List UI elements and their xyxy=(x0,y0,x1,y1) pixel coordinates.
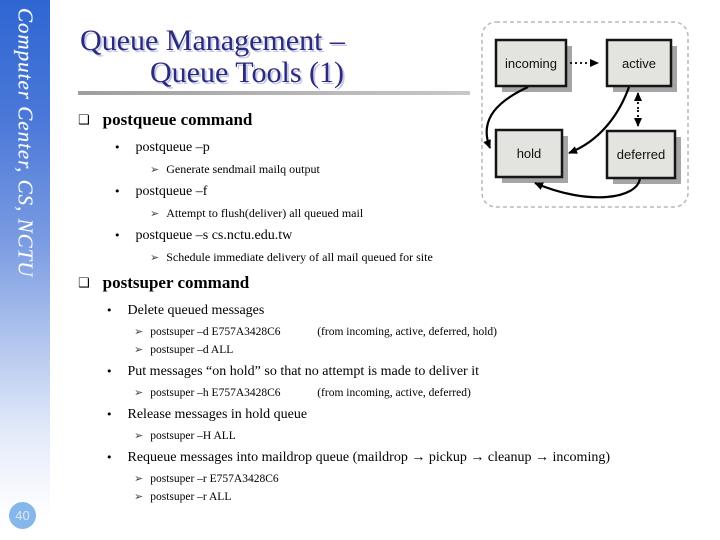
list-subitem-text: Generate sendmail mailq output xyxy=(166,162,320,176)
node-hold xyxy=(494,128,564,179)
section-heading: ❑ postsuper command xyxy=(78,272,718,295)
command-text: postsuper –H ALL xyxy=(150,430,236,442)
arrow-bullet-icon: ➢ xyxy=(150,251,160,264)
queue-state-diagram: incoming active hold deferred xyxy=(470,12,716,210)
section-heading-text: postqueue command xyxy=(102,110,253,129)
page-number: 40 xyxy=(15,508,30,523)
list-subitem: ➢ postsuper –r E757A3428C6 xyxy=(134,471,718,487)
arrow-bullet-icon: ➢ xyxy=(134,343,144,356)
dot-bullet-icon: • xyxy=(114,229,121,242)
node-deferred xyxy=(605,129,677,180)
arrow-bullet-icon: ➢ xyxy=(134,429,144,442)
list-item: • postqueue –p xyxy=(114,139,718,157)
dot-bullet-icon: • xyxy=(106,304,113,317)
arrow-bullet-icon: ➢ xyxy=(150,163,160,176)
arrow-bullet-icon: ➢ xyxy=(150,207,160,220)
title-line-2: Queue Tools (1) xyxy=(150,56,344,89)
command-note: (from incoming, active, deferred, hold) xyxy=(317,326,497,338)
list-item: • Release messages in hold queue xyxy=(106,406,718,424)
section-heading-text: postsuper command xyxy=(102,273,250,292)
dot-bullet-icon: • xyxy=(106,408,113,421)
node-label-deferred: deferred xyxy=(617,147,665,162)
section-postqueue: ❑ postqueue command • postqueue –p ➢ Gen… xyxy=(78,109,718,268)
arrow-bullet-icon: ➢ xyxy=(134,490,144,503)
list-item: • Put messages “on hold” so that no atte… xyxy=(106,363,718,381)
list-subitem: ➢ postsuper –r ALL xyxy=(134,489,718,505)
sidebar: Computer Center, CS, NCTU 40 xyxy=(0,0,50,540)
list-subitem-text: Schedule immediate delivery of all mail … xyxy=(166,250,433,264)
section-postsuper: ❑ postsuper command • Delete queued mess… xyxy=(78,272,718,507)
arrow-deferred-to-hold xyxy=(534,177,642,199)
list-item: • Delete queued messages xyxy=(106,302,718,320)
command-text: postsuper –r ALL xyxy=(150,491,232,503)
command-text: postsuper –r E757A3428C6 xyxy=(150,473,279,485)
dot-bullet-icon: • xyxy=(114,141,121,154)
arrow-bullet-icon: ➢ xyxy=(134,325,144,338)
dot-bullet-icon: • xyxy=(106,451,113,464)
command-note: (from incoming, active, deferred) xyxy=(317,387,471,399)
list-subitem: ➢ postsuper –h E757A3428C6 (from incomin… xyxy=(134,385,718,401)
page-number-badge: 40 xyxy=(9,502,36,529)
dot-bullet-icon: • xyxy=(106,365,113,378)
command-text: postsuper –d E757A3428C6 xyxy=(150,326,281,338)
node-label-hold: hold xyxy=(517,146,542,161)
list-subitem: ➢ postsuper –d E757A3428C6 (from incomin… xyxy=(134,324,718,340)
node-active xyxy=(605,38,673,88)
list-item-label: postqueue –s cs.nctu.edu.tw xyxy=(135,228,293,243)
list-item-label: Release messages in hold queue xyxy=(127,407,308,422)
node-label-incoming: incoming xyxy=(505,56,557,71)
dot-bullet-icon: • xyxy=(114,185,121,198)
arrow-bullet-icon: ➢ xyxy=(134,386,144,399)
command-text: postsuper –h E757A3428C6 xyxy=(150,387,281,399)
arrow-active-to-hold xyxy=(568,86,631,155)
title-line-1: Queue Management – xyxy=(80,24,345,57)
node-label-active: active xyxy=(622,56,656,71)
list-item-label: postqueue –p xyxy=(135,140,210,155)
list-item-label: postqueue –f xyxy=(135,184,208,199)
list-subitem: ➢ postsuper –d ALL xyxy=(134,342,718,358)
arrow-incoming-to-hold xyxy=(483,86,529,149)
node-incoming xyxy=(494,38,568,88)
command-text: postsuper –d ALL xyxy=(150,344,234,356)
square-bullet-icon: ❑ xyxy=(78,113,90,128)
square-bullet-icon: ❑ xyxy=(78,276,90,291)
title-underline xyxy=(78,91,712,95)
list-item: • Requeue messages into maildrop queue (… xyxy=(106,449,718,467)
list-item: • postqueue –s cs.nctu.edu.tw xyxy=(114,227,718,245)
list-item-label: Put messages “on hold” so that no attemp… xyxy=(127,364,480,379)
section-heading: ❑ postqueue command xyxy=(78,109,718,132)
list-subitem-text: Attempt to flush(deliver) all queued mai… xyxy=(166,206,364,220)
list-subitem: ➢ Attempt to flush(deliver) all queued m… xyxy=(150,205,718,222)
arrow-bullet-icon: ➢ xyxy=(134,472,144,485)
list-subitem: ➢ Generate sendmail mailq output xyxy=(150,161,718,178)
list-item-label: Delete queued messages xyxy=(127,303,265,318)
list-item: • postqueue –f xyxy=(114,183,718,201)
list-subitem: ➢ postsuper –H ALL xyxy=(134,428,718,444)
slide-title: Queue Management – Queue Tools (1) xyxy=(80,25,345,89)
list-item-label: Requeue messages into maildrop queue (ma… xyxy=(127,450,611,465)
sidebar-label: Computer Center, CS, NCTU xyxy=(13,8,38,278)
list-subitem: ➢ Schedule immediate delivery of all mai… xyxy=(150,249,718,266)
